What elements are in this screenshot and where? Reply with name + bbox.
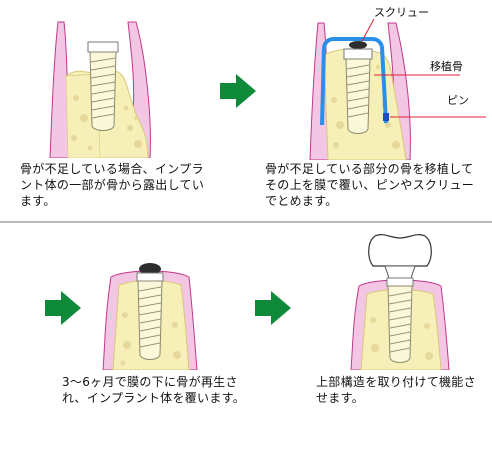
bone-texture — [120, 312, 181, 366]
implant-head — [343, 48, 373, 60]
implant-body — [89, 51, 117, 131]
section-divider — [0, 221, 492, 223]
implant-head — [136, 272, 164, 282]
pin — [383, 113, 389, 121]
bone-texture — [71, 95, 142, 151]
implant-threads — [90, 57, 116, 119]
step2-caption: 骨が不足している部分の骨を移植してその上を膜で覆い、ピンやスクリューでとめます。 — [265, 162, 475, 208]
arrow-right-icon — [255, 291, 291, 325]
abutment — [384, 265, 416, 279]
implant-threads — [346, 64, 370, 118]
step1-illustration — [49, 21, 151, 158]
bone-texture — [370, 317, 433, 360]
step4-illustration — [350, 234, 450, 370]
callout-screw-label: スクリュー — [374, 6, 429, 19]
implant-head — [386, 277, 414, 287]
step4-caption: 上部構造を取り付けて機能させます。 — [316, 375, 476, 405]
arrow-right-icon — [220, 74, 256, 108]
arrow-right-icon — [45, 291, 81, 325]
step3-caption: 3～6ヶ月で膜の下に骨が再生され、インプラント体を覆います。 — [62, 375, 246, 405]
membrane — [320, 37, 388, 126]
implant-threads — [138, 286, 162, 348]
step3-illustration — [102, 263, 198, 370]
callout-graft-label: 移植骨 — [430, 60, 463, 73]
step2-illustration — [309, 18, 486, 160]
step1-caption: 骨が不足している場合、インプラント体の一部が骨から露出しています。 — [20, 162, 205, 208]
implant-threads — [388, 291, 412, 353]
implant-body — [137, 280, 163, 360]
callout-line-screw — [361, 18, 375, 42]
callout-pin-label: ピン — [447, 94, 469, 107]
implant-head — [87, 41, 119, 53]
crown — [368, 234, 432, 267]
screw — [349, 41, 367, 49]
implant-body — [345, 58, 371, 134]
screw — [139, 263, 161, 275]
